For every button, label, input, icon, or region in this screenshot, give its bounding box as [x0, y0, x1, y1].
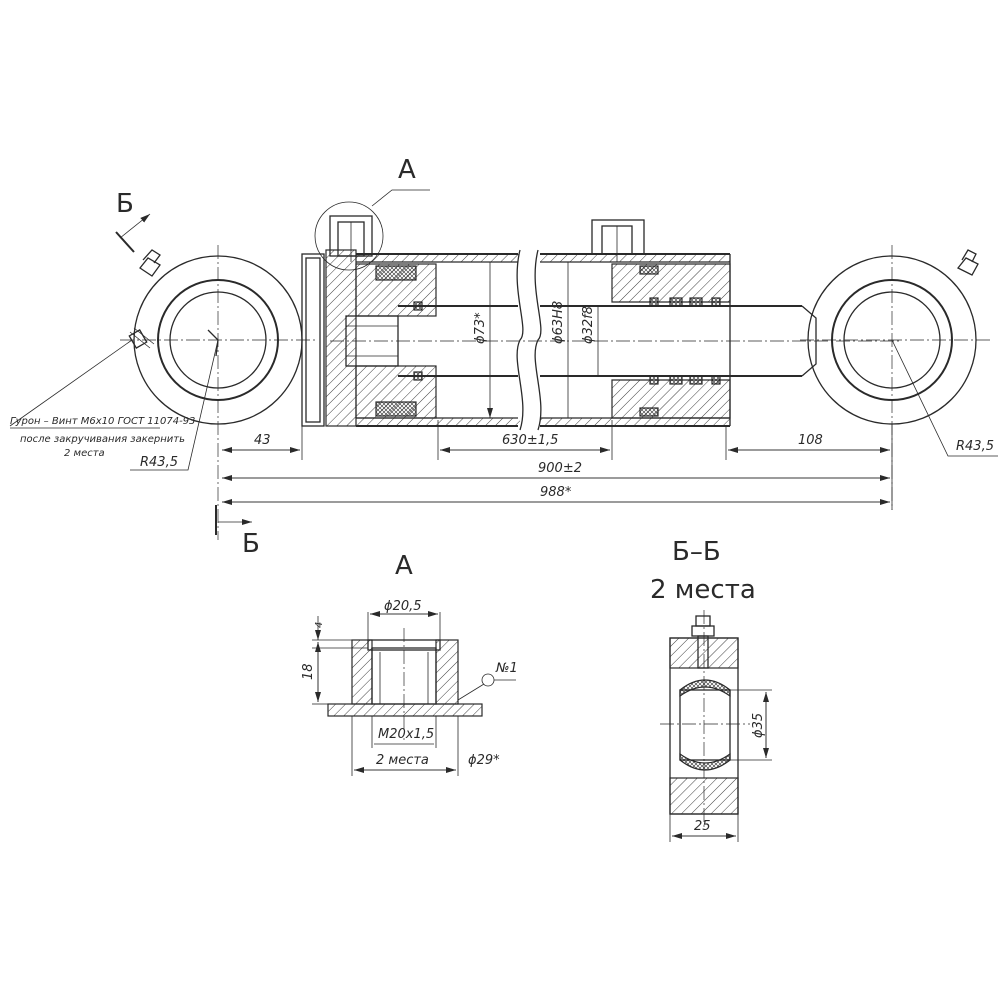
section-b-bottom-label: Б [242, 529, 260, 559]
section-bb-subtitle: 2 места [650, 575, 756, 605]
note-block: Гурон – Винт М6х10 ГОСТ 11074-93 после з… [9, 339, 195, 459]
port-boss-left [314, 201, 384, 271]
detail-a-places: 2 места [376, 753, 429, 768]
detail-a: А ϕ20,5 4 18 M20x1,5 2 места ϕ29* [301, 551, 518, 776]
dia-63h8-label: ϕ63H8 [551, 301, 566, 344]
dim-43-label: 43 [254, 433, 271, 448]
detail-a-weld: №1 [495, 661, 518, 676]
radius-right-label: R43,5 [956, 439, 994, 454]
section-bb-dim-25: 25 [694, 819, 711, 834]
rear-cap [301, 249, 357, 427]
main-dimensions: 43 630±1,5 108 900±2 988* [222, 420, 893, 510]
detail-a-dia-20-5: ϕ20,5 [384, 599, 422, 614]
detail-a-dim-4: 4 [314, 622, 325, 628]
dim-108-label: 108 [798, 433, 823, 448]
note-line-2: после закручивания закернить [20, 434, 185, 445]
view-labels: А Б Б [115, 155, 430, 559]
dim-900-label: 900±2 [538, 461, 582, 476]
section-bb: Б–Б 2 места ϕ35 25 [650, 537, 772, 842]
front-gland [611, 254, 731, 426]
note-line-1: Гурон – Винт М6х10 ГОСТ 11074-93 [10, 416, 195, 427]
detail-a-dim-18: 18 [301, 663, 316, 680]
radius-left-label: R43,5 [140, 455, 178, 470]
diameter-labels: ϕ73* ϕ63H8 ϕ32f8 [473, 262, 599, 418]
right-eye-mount [800, 245, 990, 510]
detail-a-thread: M20x1,5 [378, 727, 434, 742]
section-bb-title: Б–Б [672, 537, 721, 567]
detail-a-dia-29: ϕ29* [468, 753, 500, 768]
port-boss-right [591, 219, 645, 262]
detail-a-title: А [395, 551, 413, 581]
section-bb-dia-35: ϕ35 [751, 713, 766, 738]
piston [345, 263, 437, 419]
dia-73-label: ϕ73* [473, 312, 488, 344]
section-b-label: Б [116, 189, 134, 219]
view-a-label: А [398, 155, 416, 185]
note-line-3: 2 места [64, 448, 105, 459]
dim-988-label: 988* [540, 485, 572, 500]
main-view: А Б Б ϕ73* ϕ63H8 ϕ32f8 Гурон – Винт М6х1… [9, 155, 998, 559]
dia-32f8-label: ϕ32f8 [581, 306, 596, 344]
left-eye-mount [120, 245, 316, 540]
dim-630-label: 630±1,5 [502, 433, 558, 448]
radius-labels: R43,5 R43,5 [130, 339, 998, 471]
